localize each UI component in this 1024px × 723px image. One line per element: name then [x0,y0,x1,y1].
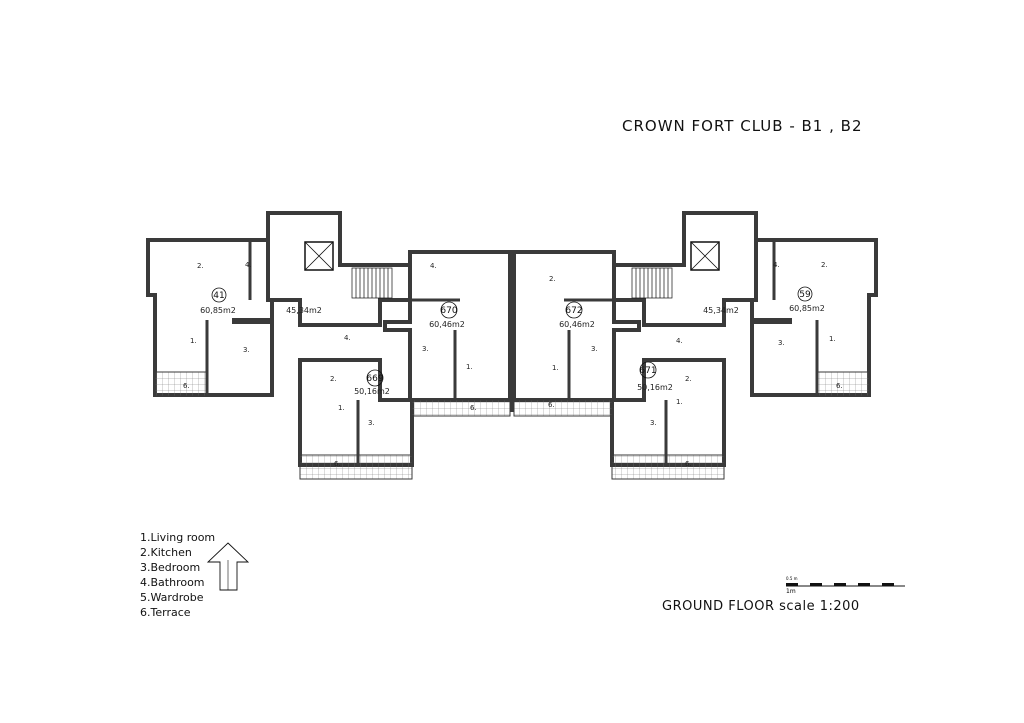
room-label-living: 1. [552,364,559,372]
room-label-terrace: 6. [685,460,692,468]
room-label-terrace: 6. [548,401,555,409]
unit-669-marker: 669 50,16m2 [354,369,390,396]
room-label-bathroom: 4. [430,262,437,270]
room-labels: 1. 3. 2. 4. 6. 3. 1. 4. 6. 1. 3. 4. 2. 6… [183,261,843,468]
right-wing [512,211,878,480]
stairs-left [351,267,393,299]
elevator-left [304,241,334,271]
room-label-kitchen: 2. [685,375,692,383]
unit-41-terrace [154,371,208,397]
room-label-terrace: 6. [183,382,190,390]
unit-59-marker: 59 60,85m2 [789,286,825,313]
north-arrow-icon [206,542,250,591]
legend-item: 4.Bathroom [140,576,205,589]
stair-right-area: 45,34m2 [703,306,739,315]
room-label-terrace: 6. [470,404,477,412]
room-label-terrace: 6. [334,460,341,468]
room-label-bathroom: 4. [245,261,252,269]
unit-671-area: 50,16m2 [637,383,673,392]
left-wing [146,211,512,480]
unit-670-number: 670 [440,306,457,316]
room-label-bathroom: 4. [676,337,683,345]
room-label-bedroom: 3. [650,419,657,427]
unit-669-terrace [299,454,413,480]
room-label-kitchen: 2. [549,275,556,283]
unit-41-area: 60,85m2 [200,306,236,315]
unit-670-walls [383,250,512,402]
stair-left-area: 45,34m2 [286,306,322,315]
unit-671-marker: 671 50,16m2 [637,361,673,392]
unit-59-area: 60,85m2 [789,304,825,313]
drawing-title: CROWN FORT CLUB - B1 , B2 [622,117,863,135]
scale-bar-bottom-label: 1m [786,588,796,595]
room-label-bathroom: 4. [344,334,351,342]
unit-672-marker: 672 60,46m2 [559,301,595,329]
stair-core-left [266,211,412,327]
legend-item: 3.Bedroom [140,561,201,574]
unit-669-area: 50,16m2 [354,387,390,396]
room-label-living: 1. [829,335,836,343]
room-label-bathroom: 4. [773,261,780,269]
unit-670-terrace [411,399,511,417]
unit-670-marker: 670 60,46m2 [429,301,465,329]
drawing-subtitle: GROUND FLOOR scale 1:200 [662,599,860,614]
unit-41-number: 41 [213,291,224,301]
scale-bar: 0.5 m 1m [786,576,905,595]
legend-item: 5.Wardrobe [140,591,204,604]
room-label-bedroom: 3. [243,346,250,354]
room-label-kitchen: 2. [197,262,204,270]
unit-41-marker: 41 60,85m2 [200,287,236,315]
room-label-kitchen: 2. [330,375,337,383]
room-label-living: 1. [676,398,683,406]
room-label-living: 1. [338,404,345,412]
room-label-kitchen: 2. [821,261,828,269]
legend-item: 6.Terrace [140,606,191,619]
unit-669-number: 669 [366,374,383,384]
unit-672-area: 60,46m2 [559,320,595,329]
room-label-bedroom: 3. [422,345,429,353]
room-label-living: 1. [190,337,197,345]
room-label-bedroom: 3. [591,345,598,353]
unit-669-walls [298,358,414,467]
room-legend: 1.Living room 2.Kitchen 3.Bedroom 4.Bath… [140,530,215,620]
legend-item: 2.Kitchen [140,546,192,559]
unit-670-area: 60,46m2 [429,320,465,329]
unit-59-number: 59 [799,290,811,300]
room-label-bedroom: 3. [778,339,785,347]
unit-671-number: 671 [639,366,656,376]
legend-item: 1.Living room [140,531,216,544]
room-label-bedroom: 3. [368,419,375,427]
unit-672-number: 672 [565,306,582,316]
scale-bar-top-label: 0.5 m [786,576,798,581]
room-label-terrace: 6. [836,382,843,390]
room-label-living: 1. [466,363,473,371]
